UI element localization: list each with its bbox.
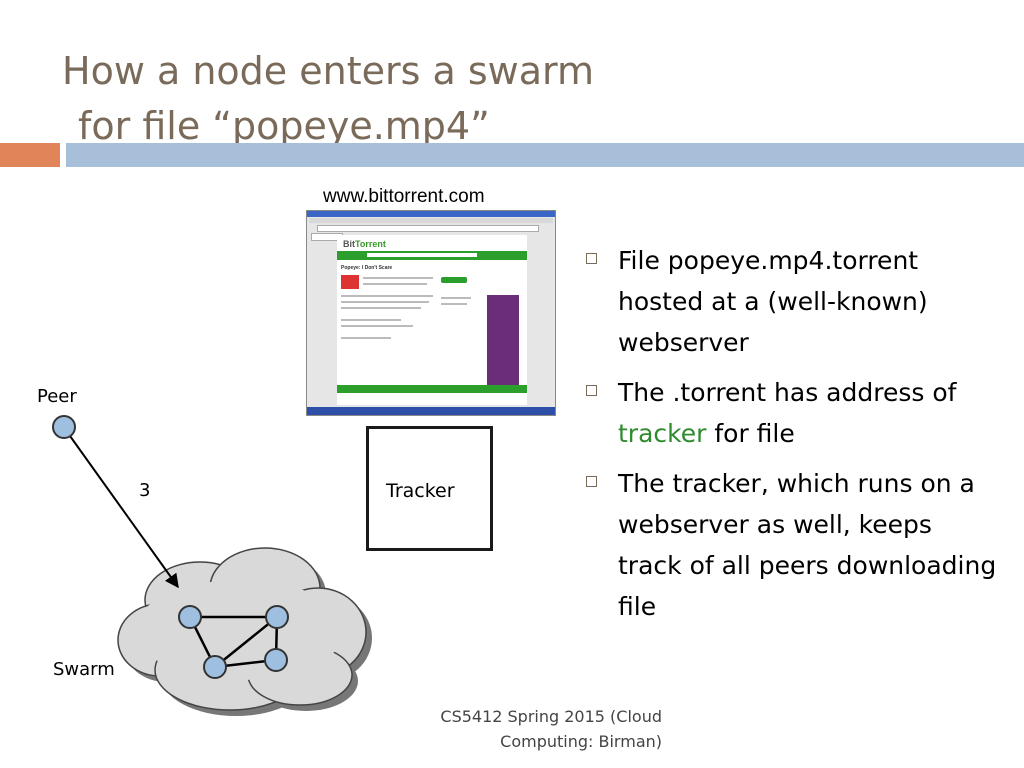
text-line	[341, 307, 421, 309]
bittorrent-website-screenshot: BitTorrent Popeye: I Don't Scare	[306, 210, 556, 416]
logo-prefix: Bit	[343, 239, 355, 249]
text-line	[363, 277, 433, 279]
step-number-label: 3	[139, 480, 151, 501]
text-line	[363, 283, 427, 285]
video-thumbnail	[341, 275, 359, 289]
peer-node	[52, 415, 76, 439]
bullet-text: File popeye.mp4.torrent hosted at a (wel…	[618, 246, 928, 357]
page-heading: Popeye: I Don't Scare	[341, 265, 393, 271]
text-line	[441, 303, 467, 305]
slide-footer: CS5412 Spring 2015 (Cloud Computing: Bir…	[400, 704, 662, 754]
tracker-highlight: tracker	[618, 419, 707, 448]
bullet-text-after: for file	[706, 419, 795, 448]
square-bullet-icon	[586, 385, 597, 396]
square-bullet-icon	[586, 253, 597, 264]
bullet-item: The tracker, which runs on a webserver a…	[582, 463, 1002, 627]
swarm-node	[178, 605, 202, 629]
footer-line-2: Computing: Birman)	[500, 732, 662, 751]
swarm-edge	[214, 616, 278, 668]
browser-titlebar	[307, 211, 555, 217]
nodes	[52, 415, 289, 679]
swarm-node	[265, 605, 289, 629]
title-line-2: for file “popeye.mp4”	[78, 104, 490, 148]
text-line	[341, 337, 391, 339]
logo-suffix: Torrent	[355, 239, 386, 249]
bittorrent-logo: BitTorrent	[343, 239, 386, 249]
text-line	[441, 297, 471, 299]
sidebar-advertisement	[487, 295, 519, 387]
tracker-label: Tracker	[386, 480, 455, 502]
footer-line-1: CS5412 Spring 2015 (Cloud	[440, 707, 662, 726]
join-arrow	[69, 435, 179, 589]
swarm-node	[264, 648, 288, 672]
text-line	[341, 295, 433, 297]
swarm-label: Swarm	[53, 659, 115, 680]
square-bullet-icon	[586, 476, 597, 487]
title-rule-bar	[66, 143, 1024, 167]
bullet-text: The tracker, which runs on a webserver a…	[618, 469, 997, 621]
tracker-box	[366, 426, 493, 551]
bullet-list: File popeye.mp4.torrent hosted at a (wel…	[582, 240, 1002, 636]
text-line	[341, 319, 401, 321]
title-accent-bar	[0, 143, 60, 167]
text-line	[341, 301, 429, 303]
website-label: www.bittorrent.com	[323, 186, 485, 207]
download-button	[441, 277, 467, 283]
browser-address-bar	[317, 225, 539, 232]
site-search-box	[367, 253, 477, 257]
slide-title: How a node enters a swarm for file “pope…	[62, 44, 594, 154]
bullet-item: File popeye.mp4.torrent hosted at a (wel…	[582, 240, 1002, 363]
peer-label: Peer	[37, 386, 77, 407]
browser-menubar	[309, 218, 553, 223]
browser-page: BitTorrent Popeye: I Don't Scare	[337, 235, 527, 405]
bullet-item: The .torrent has address of tracker for …	[582, 372, 1002, 454]
site-footer-bar	[337, 385, 527, 393]
bullet-text-before: The .torrent has address of	[618, 378, 957, 407]
title-line-1: How a node enters a swarm	[62, 49, 594, 93]
swarm-node	[203, 655, 227, 679]
text-line	[341, 325, 413, 327]
os-taskbar	[307, 407, 555, 415]
